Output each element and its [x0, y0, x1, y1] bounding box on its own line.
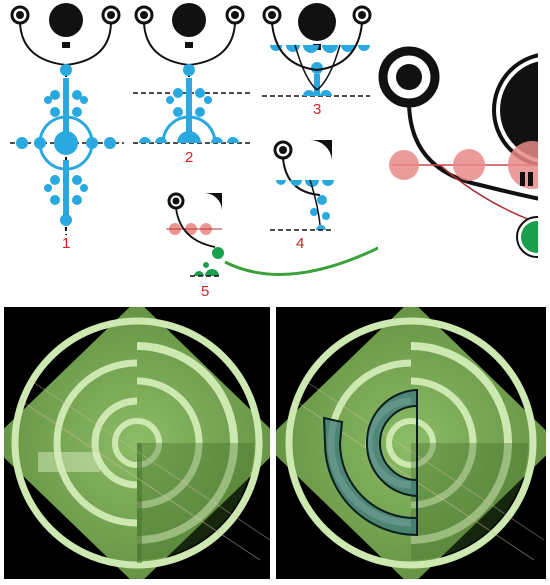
field-photo-right: [276, 307, 546, 579]
step-label-1: 1: [62, 235, 70, 252]
step-label-5: 5: [201, 283, 209, 300]
step-label-2: 2: [185, 149, 193, 166]
zoomed-detail: [378, 40, 538, 280]
field-photo-left: [4, 307, 270, 579]
blue-blocks: [16, 64, 116, 226]
diagram-step-3: 3: [262, 3, 372, 118]
diagram-step-5: 5: [166, 192, 224, 300]
blue-blocks: [139, 64, 239, 144]
green-blocks: [194, 262, 219, 276]
blue-blocks: [276, 180, 334, 230]
top-glyph: [262, 3, 372, 50]
top-glyph: [134, 3, 245, 67]
step-label-3: 3: [313, 101, 321, 118]
blue-blocks: [270, 45, 370, 96]
top-glyph: [10, 3, 121, 67]
diagram-step-2: 2: [133, 3, 250, 166]
diagram-step-1: 1: [10, 3, 124, 252]
diagram-step-4: 4: [270, 139, 334, 252]
red-blocks: [389, 141, 538, 189]
step-label-4: 4: [296, 235, 304, 252]
